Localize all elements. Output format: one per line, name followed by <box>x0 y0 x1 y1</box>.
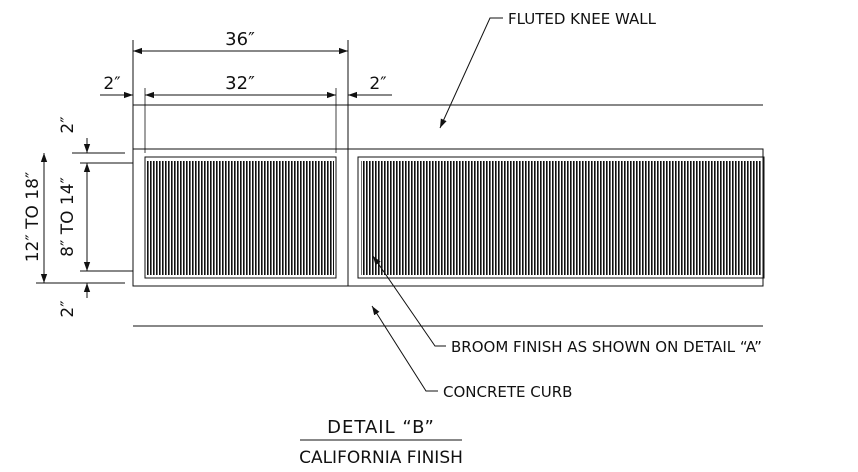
panel-right <box>347 148 765 287</box>
dimension-panel-height-label: 8″ TO 14″ <box>58 177 78 257</box>
dimension-right-2: 2″ <box>348 74 392 99</box>
dimension-total-height-label: 12″ TO 18″ <box>23 172 43 263</box>
callout-concrete-curb-label: CONCRETE CURB <box>443 383 572 401</box>
detail-subtitle: CALIFORNIA FINISH <box>299 448 463 468</box>
dimension-32: 32″ <box>145 73 336 99</box>
vertical-extensions <box>36 152 133 284</box>
dimension-36: 36″ <box>133 29 348 55</box>
dimension-32-label: 32″ <box>225 73 255 94</box>
callout-fluted-knee-wall-label: FLUTED KNEE WALL <box>508 10 657 28</box>
title-block: DETAIL “B” CALIFORNIA FINISH <box>299 417 463 468</box>
callout-broom-finish-label: BROOM FINISH AS SHOWN ON DETAIL “A” <box>451 338 762 356</box>
callout-concrete-curb: CONCRETE CURB <box>371 305 572 401</box>
dimension-right-2-label: 2″ <box>369 74 386 94</box>
dimension-panel-height: 8″ TO 14″ <box>58 163 91 271</box>
callout-broom-finish: BROOM FINISH AS SHOWN ON DETAIL “A” <box>372 255 762 356</box>
detail-title: DETAIL “B” <box>327 417 435 438</box>
dimension-total-height: 12″ TO 18″ <box>23 153 48 283</box>
callout-fluted-knee-wall: FLUTED KNEE WALL <box>439 10 657 129</box>
dimension-bottom-2: 2″ <box>58 283 91 318</box>
dimension-top-2-label: 2″ <box>58 116 78 133</box>
panel-left <box>132 148 349 287</box>
dimension-left-2-label: 2″ <box>103 74 120 94</box>
dimension-36-label: 36″ <box>225 29 255 50</box>
dimension-top-2: 2″ <box>58 116 91 153</box>
dimension-left-2: 2″ <box>100 74 133 99</box>
dimension-bottom-2-label: 2″ <box>58 300 78 317</box>
